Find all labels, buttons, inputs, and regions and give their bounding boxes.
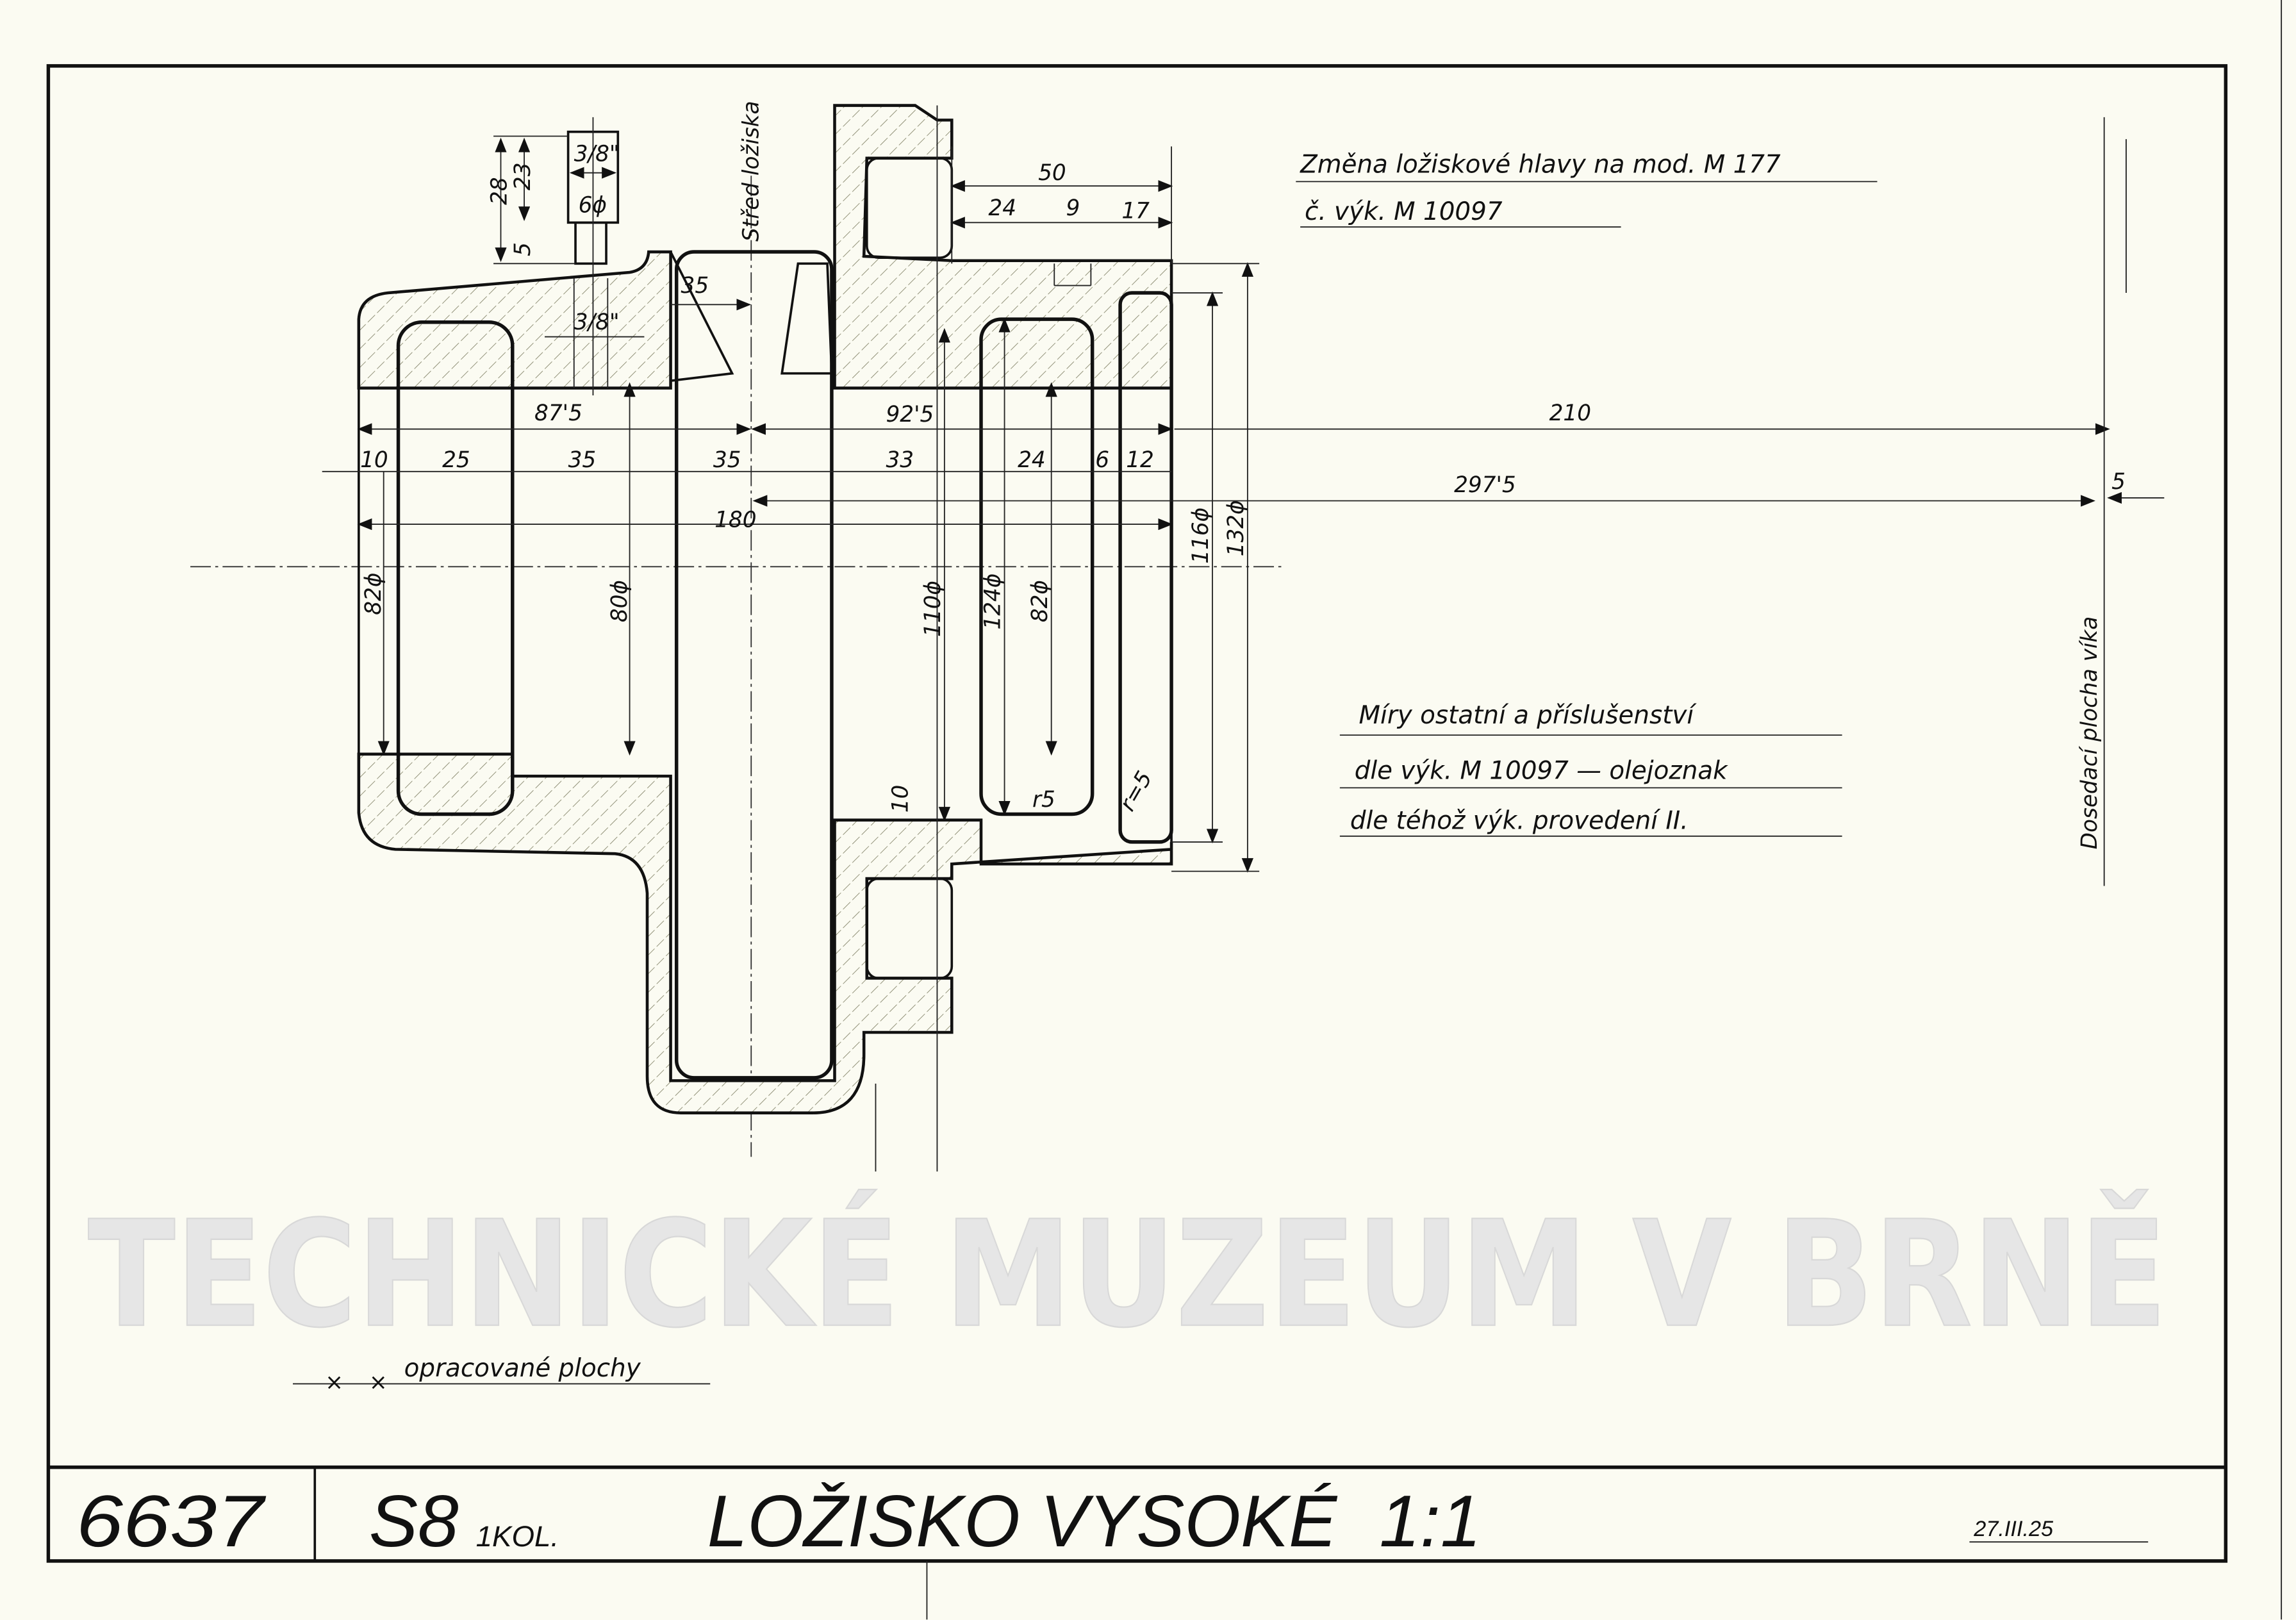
other-note-line3: dle téhož výk. provedení II. — [1350, 806, 1689, 835]
drawing-date: 27.III.25 — [1973, 1517, 2054, 1541]
watermark: TECHNICKÉ MUZEUM V BRNĚ — [88, 1189, 2167, 1360]
dim-6-dia: 6ϕ — [579, 192, 607, 218]
dim-thread-screw: 3/8" — [574, 141, 620, 167]
dim-80-dia: 80ϕ — [607, 580, 632, 622]
dim-210: 210 — [1549, 401, 1591, 426]
dim-9: 9 — [1066, 195, 1080, 221]
dim-17: 17 — [1121, 198, 1150, 224]
bearing-housing — [357, 104, 1173, 1620]
radius-5a: r5 — [1032, 787, 1055, 813]
dim-thread-bore: 3/8" — [574, 310, 620, 335]
cover-seat-label: Dosedací plocha víka — [2077, 616, 2102, 850]
dim-82-dia-right: 82ϕ — [1027, 580, 1053, 622]
dim-chain-6: 6 — [1095, 447, 1109, 473]
other-note-line2: dle výk. M 10097 — olejoznak — [1355, 757, 1728, 786]
sheet-border — [46, 64, 2228, 1563]
oil-plug-screw — [566, 117, 620, 395]
change-note-line2: č. výk. M 10097 — [1305, 197, 1503, 226]
dim-82-dia-left: 82ϕ — [361, 573, 386, 615]
dim-28: 28 — [487, 177, 513, 205]
drawing-scale: 1:1 — [1380, 1481, 1482, 1562]
dim-110-dia: 110ϕ — [920, 581, 946, 637]
dim-5: 5 — [2111, 469, 2126, 495]
dim-297-5: 297'5 — [1454, 472, 1516, 498]
machined-surfaces-legend: × × opracované plochy — [325, 1354, 641, 1396]
drawing-number: 6637 — [76, 1481, 267, 1562]
dim-23: 23 — [510, 162, 536, 190]
legend-label: opracované plochy — [404, 1354, 641, 1383]
change-note-line1: Změna ložiskové hlavy na mod. M 177 — [1300, 151, 1781, 179]
other-dimensions-note: Míry ostatní a příslušenství dle výk. M … — [1339, 701, 1842, 837]
dim-chain-25: 25 — [442, 447, 470, 473]
dim-chain-33: 33 — [886, 447, 914, 473]
dim-132-dia: 132ϕ — [1223, 500, 1249, 556]
title-block: 6637 S8 1KOL. LOŽISKO VYSOKÉ 1:1 27.III.… — [76, 1481, 2149, 1562]
dim-5-screw: 5 — [510, 242, 536, 256]
dim-chain-10: 10 — [360, 447, 388, 473]
dim-50: 50 — [1038, 160, 1066, 186]
dim-92-5: 92'5 — [886, 402, 934, 427]
dim-124-dia: 124ϕ — [980, 574, 1006, 630]
bearing-center-label: Střed ložiska — [739, 101, 764, 242]
dim-87-5: 87'5 — [534, 401, 582, 426]
dim-chain-35a: 35 — [568, 447, 597, 473]
legend-mark-icon: × — [369, 1370, 388, 1396]
dimension-lines — [293, 117, 2165, 1385]
dimension-labels: 28 23 5 3/8" 6ϕ 3/8" 35 87'5 92'5 210 10… — [360, 141, 2126, 815]
legend-mark-icon: × — [325, 1370, 343, 1396]
dim-116-dia: 116ϕ — [1188, 508, 1214, 564]
dim-chain-35b: 35 — [713, 447, 741, 473]
dim-chain-12: 12 — [1126, 447, 1154, 473]
drawing-title: LOŽISKO VYSOKÉ — [707, 1481, 1338, 1562]
change-note: Změna ložiskové hlavy na mod. M 177 č. v… — [1296, 151, 1878, 228]
dim-10: 10 — [888, 785, 914, 813]
other-note-line1: Míry ostatní a příslušenství — [1359, 701, 1697, 730]
type-suffix: 1KOL. — [476, 1520, 559, 1553]
type-label: S8 — [369, 1481, 459, 1562]
dim-35-top: 35 — [681, 273, 709, 299]
dim-24-top: 24 — [988, 195, 1016, 221]
dim-chain-24: 24 — [1018, 447, 1046, 473]
dim-180: 180 — [714, 508, 756, 533]
